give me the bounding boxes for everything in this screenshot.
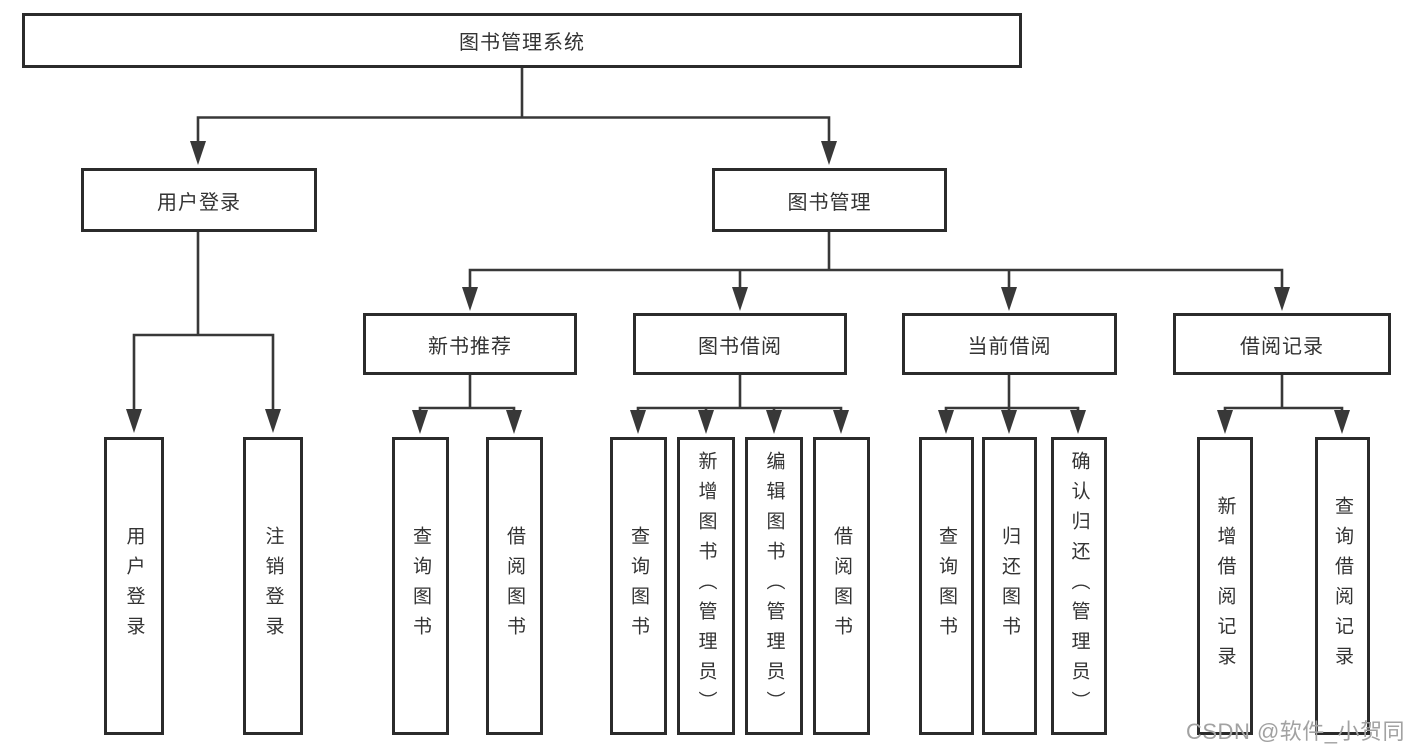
node-book-management-label: 图书管理 (787, 191, 872, 214)
node-root: 图书管理系统 (22, 13, 1022, 68)
leaf-records-add-record: 新增借阅记录 (1197, 437, 1253, 735)
node-book-borrowing: 图书借阅 (633, 313, 847, 375)
leaf-user-login: 用户登录 (104, 437, 164, 735)
node-user-login-label: 用户登录 (157, 191, 241, 214)
leaf-newbook-borrow-books-label: 借阅图书 (504, 526, 525, 646)
leaf-borrowing-edit-books-admin: 编辑图书（管理员） (745, 437, 803, 735)
leaf-logout: 注销登录 (243, 437, 303, 735)
leaf-borrowing-borrow-books-label: 借阅图书 (831, 526, 852, 646)
watermark: CSDN @软件_小贺同学 (1186, 719, 1405, 744)
leaf-current-query-books-label: 查询图书 (936, 526, 957, 646)
leaf-borrowing-query-books-label: 查询图书 (628, 526, 649, 646)
leaf-borrowing-edit-books-admin-label: 编辑图书（管理员） (763, 451, 785, 721)
leaf-user-login-label: 用户登录 (123, 526, 145, 646)
node-book-management: 图书管理 (712, 168, 947, 232)
leaf-newbook-borrow-books: 借阅图书 (486, 437, 543, 735)
node-current-borrowing-label: 当前借阅 (967, 335, 1052, 358)
leaf-records-add-record-label: 新增借阅记录 (1214, 496, 1236, 676)
leaf-borrowing-borrow-books: 借阅图书 (813, 437, 870, 735)
leaf-current-return-books: 归还图书 (982, 437, 1037, 735)
node-root-label: 图书管理系统 (459, 32, 585, 54)
leaf-records-query-record-label: 查询借阅记录 (1332, 496, 1353, 676)
node-borrowing-records: 借阅记录 (1173, 313, 1391, 375)
node-new-book-recommend: 新书推荐 (363, 313, 577, 375)
node-new-book-recommend-label: 新书推荐 (428, 335, 512, 358)
leaf-borrowing-add-books-admin: 新增图书（管理员） (677, 437, 735, 735)
node-borrowing-records-label: 借阅记录 (1240, 335, 1324, 358)
leaf-current-query-books: 查询图书 (919, 437, 974, 735)
leaf-current-confirm-return-admin-label: 确认归还（管理员） (1068, 451, 1090, 721)
leaf-current-confirm-return-admin: 确认归还（管理员） (1051, 437, 1107, 735)
leaf-newbook-query-books: 查询图书 (392, 437, 449, 735)
leaf-records-query-record: 查询借阅记录 (1315, 437, 1370, 735)
arrowheads (126, 141, 1350, 434)
leaf-borrowing-add-books-admin-label: 新增图书（管理员） (695, 451, 717, 721)
leaf-logout-label: 注销登录 (262, 526, 284, 646)
leaf-borrowing-query-books: 查询图书 (610, 437, 667, 735)
leaf-current-return-books-label: 归还图书 (999, 526, 1020, 646)
leaf-newbook-query-books-label: 查询图书 (410, 526, 431, 646)
node-current-borrowing: 当前借阅 (902, 313, 1117, 375)
node-book-borrowing-label: 图书借阅 (698, 335, 782, 358)
node-user-login: 用户登录 (81, 168, 317, 232)
